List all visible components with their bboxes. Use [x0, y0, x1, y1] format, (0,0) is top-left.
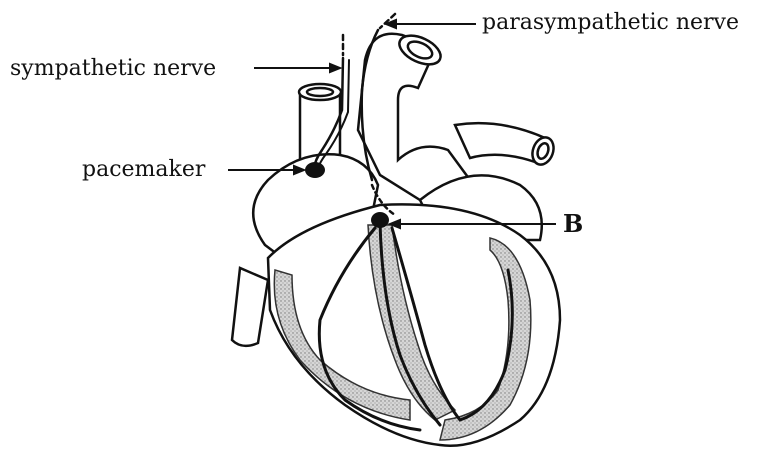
- label-parasympathetic-nerve: parasympathetic nerve: [482, 12, 739, 34]
- label-sympathetic-nerve: sympathetic nerve: [10, 58, 216, 80]
- pacemaker-node: [305, 162, 325, 178]
- label-pacemaker: pacemaker: [82, 159, 205, 181]
- inferior-vena-cava: [232, 268, 268, 346]
- label-b: B: [563, 212, 583, 236]
- aorta: [358, 30, 470, 200]
- pulmonary-artery: [455, 123, 557, 167]
- b-node: [371, 212, 389, 228]
